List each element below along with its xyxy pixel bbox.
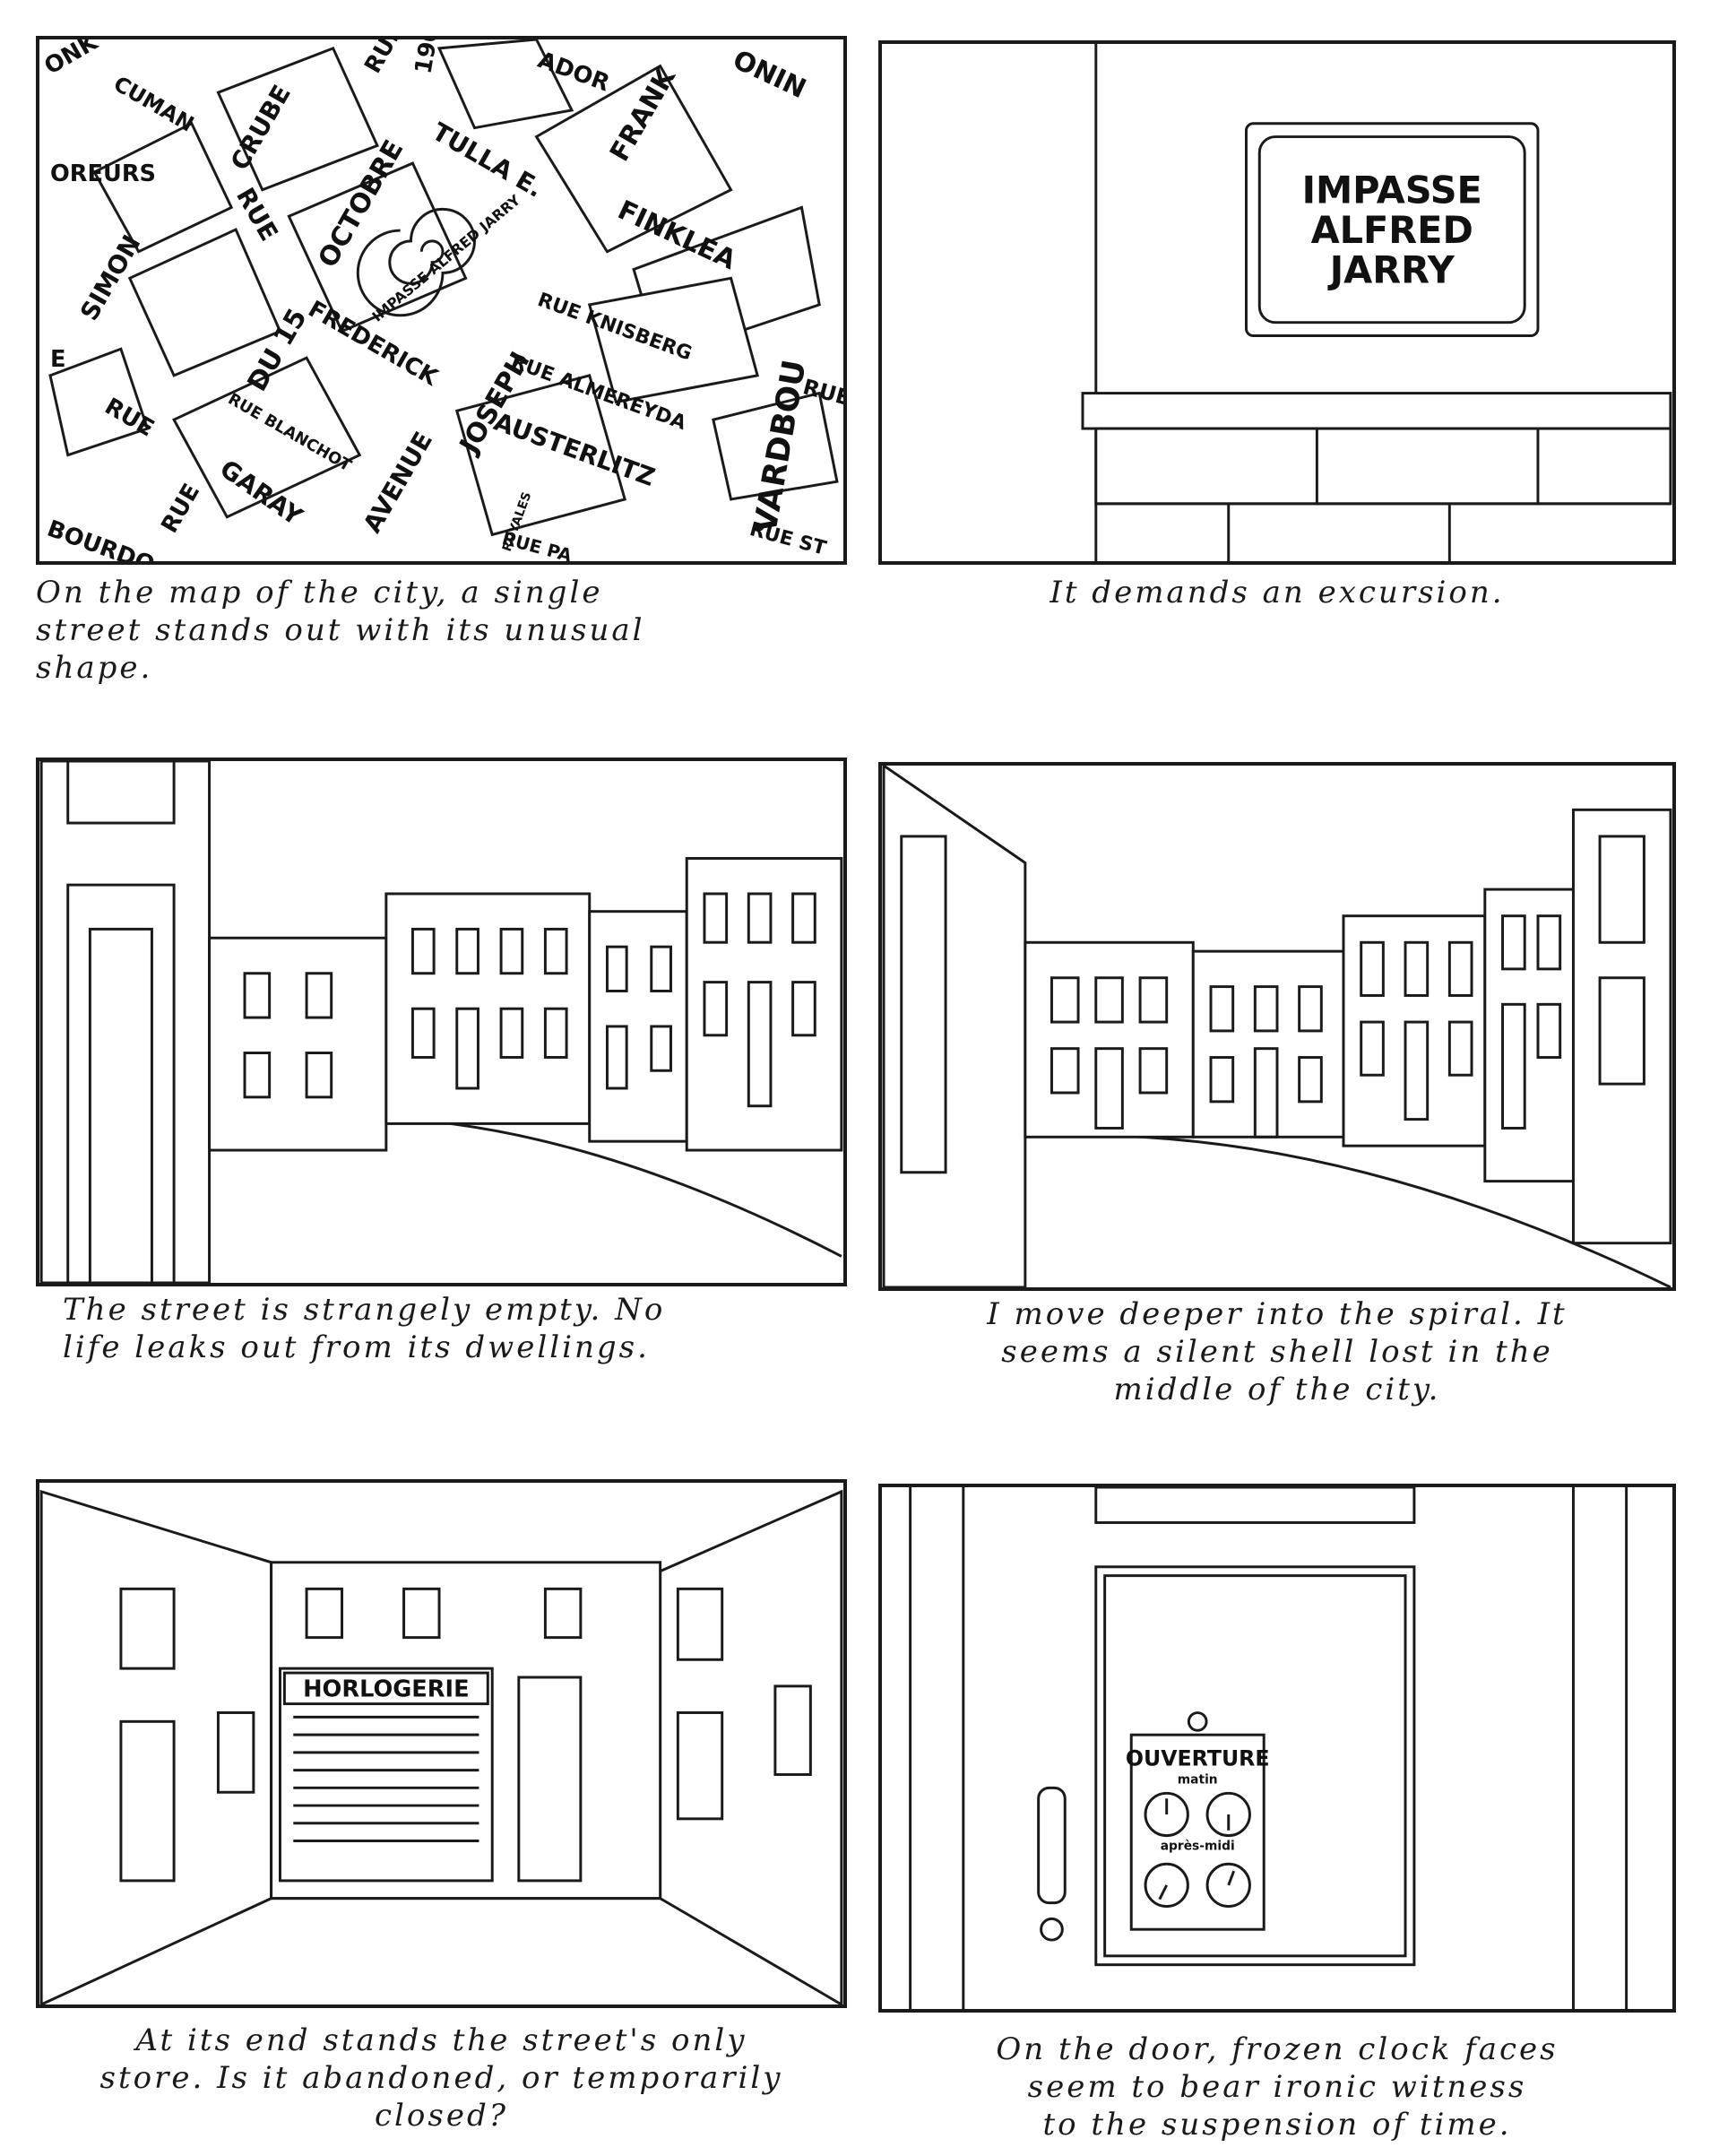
svg-text:RUE: RUE (359, 39, 409, 78)
deeper-spiral-drawing (882, 766, 1672, 1287)
clock-face-icon (1205, 1862, 1251, 1909)
svg-text:OREURS: OREURS (50, 160, 156, 187)
panel-street-sign: IMPASSE ALFRED JARRY (878, 40, 1676, 565)
svg-text:RUE: RUE (156, 480, 205, 538)
clock-face-icon (1205, 1791, 1251, 1838)
sign-line-2: ALFRED (1311, 209, 1473, 252)
caption-panel-1: On the map of the city, a single street … (36, 575, 645, 686)
horlogerie-sign-text: HORLOGERIE (303, 1676, 469, 1703)
svg-text:TULLA E.: TULLA E. (428, 117, 549, 203)
svg-text:190: 190 (410, 39, 445, 76)
sign-line-3: JARRY (1327, 248, 1456, 291)
sign-line-1: IMPASSE (1302, 169, 1482, 212)
notice-morning: matin (1178, 1772, 1218, 1787)
notice-afternoon: après-midi (1161, 1839, 1235, 1853)
door-clocks-drawing: OUVERTURE matin après-midi (909, 1487, 1628, 2009)
panel-city-map: ONK CUMAN CRUBE RUE 190 ADOR ONIN OREURS… (36, 36, 847, 565)
notice-title: OUVERTURE (1126, 1746, 1270, 1771)
panel-empty-street (36, 758, 847, 1286)
caption-panel-5: At its end stands the street's only stor… (99, 2022, 783, 2134)
spiral-street (356, 207, 476, 317)
city-map-drawing: ONK CUMAN CRUBE RUE 190 ADOR ONIN OREURS… (40, 39, 843, 561)
svg-text:ONK: ONK (40, 39, 104, 81)
svg-text:E: E (50, 346, 66, 373)
svg-text:ONIN: ONIN (729, 44, 811, 104)
panel-deeper-spiral (878, 762, 1676, 1291)
street-sign-drawing: IMPASSE ALFRED JARRY (1081, 44, 1672, 561)
svg-text:CUMAN: CUMAN (109, 71, 198, 136)
svg-text:RUE PA: RUE PA (500, 528, 574, 561)
svg-text:AVENUE: AVENUE (357, 427, 438, 538)
svg-text:BOURDO: BOURDO (44, 515, 159, 561)
clock-face-icon (1144, 1791, 1189, 1838)
clock-face-icon (1144, 1862, 1189, 1909)
svg-text:RUE ST: RUE ST (747, 518, 829, 560)
caption-panel-6: On the door, frozen clock faces seem to … (996, 2031, 1559, 2143)
panel-door-clocks: OUVERTURE matin après-midi (878, 1484, 1676, 2013)
empty-street-drawing (39, 761, 843, 1283)
horlogerie-shop-drawing: HORLOGERIE (39, 1489, 843, 2004)
caption-panel-2: It demands an excursion. (1050, 575, 1505, 610)
map-blocks (48, 39, 839, 537)
panel-horlogerie-shop: HORLOGERIE (36, 1479, 847, 2008)
caption-panel-3: The street is strangely empty. No life l… (63, 1292, 666, 1365)
caption-panel-4: I move deeper into the spiral. It seems … (987, 1296, 1568, 1407)
